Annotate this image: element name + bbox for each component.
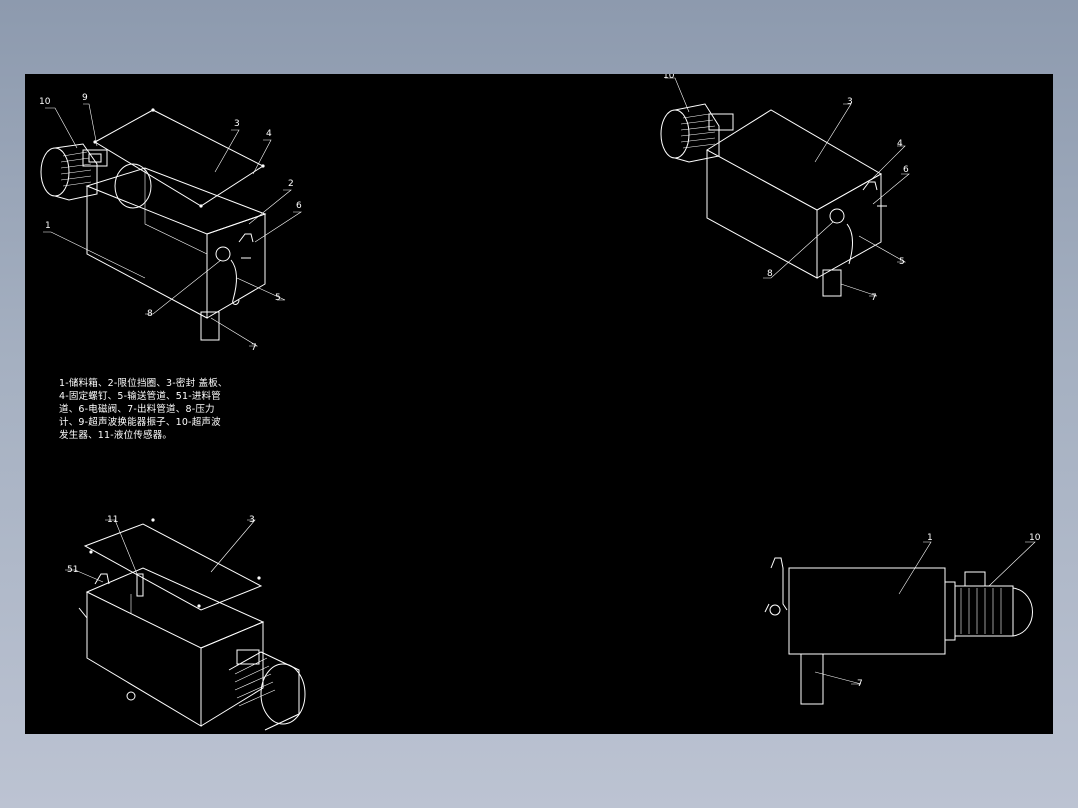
part-label-top-left-6: 6 [296,201,302,211]
part-label-top-left-3: 3 [234,119,240,129]
sealing-lid-3 [83,523,263,611]
view-bottom-right [764,541,1036,705]
view-top-right [660,77,910,297]
part-label-top-right-4: 4 [897,139,903,149]
part-label-top-right-3: 3 [847,97,853,107]
part-label-top-left-8: 8 [147,309,153,319]
part-label-bottom-right-10: 10 [1029,533,1041,543]
tank-side-4 [788,567,946,655]
tank-top-3 [85,567,265,649]
part-label-top-right-6: 6 [903,165,909,175]
parts-legend: 1-储料箱、2-限位挡圈、3-密封 盖板、 4-固定螺钉、5-输送管道、51-进… [59,378,228,441]
part-label-top-right-10: 10 [663,74,675,81]
outlet-pipe-4 [800,653,824,705]
level-sensor [136,573,144,597]
part-label-top-left-5: 5 [275,293,281,303]
part-label-top-left-4: 4 [266,129,272,139]
part-label-top-left-1: 1 [45,221,51,231]
part-label-top-left-10: 10 [39,97,51,107]
outlet-pipe-2 [822,269,842,297]
view-top-left [40,103,303,347]
cad-drawing: 10 9 3 4 2 1 6 8 5 7 10 3 4 6 8 5 7 11 3 51 1 10 7 [39,74,1041,731]
tank-top-rim [85,167,267,235]
generator-end-cap [40,147,70,197]
part-label-top-right-8: 8 [767,269,773,279]
generator-end-cap-2 [660,109,690,159]
part-label-bottom-left-51: 51 [67,565,78,575]
part-label-top-left-9: 9 [82,93,88,103]
part-labels: 10 9 3 4 2 1 6 8 5 7 10 3 4 6 8 5 7 11 3 51 1 10 7 [39,74,1041,689]
drawing-viewport[interactable]: 10 9 3 4 2 1 6 8 5 7 10 3 4 6 8 5 7 11 3 51 1 10 7 1-储料箱、2-限位挡… [25,74,1053,734]
part-label-top-left-2: 2 [288,179,294,189]
part-label-top-right-7: 7 [871,293,877,303]
part-label-bottom-left-11: 11 [107,515,118,525]
part-label-bottom-right-7: 7 [857,679,863,689]
view-bottom-left [65,518,306,731]
part-label-top-right-5: 5 [899,257,905,267]
outlet-pipe [200,311,220,341]
part-label-bottom-left-3: 3 [249,515,255,525]
part-label-bottom-right-1: 1 [927,533,933,543]
part-label-top-left-7: 7 [251,343,257,353]
